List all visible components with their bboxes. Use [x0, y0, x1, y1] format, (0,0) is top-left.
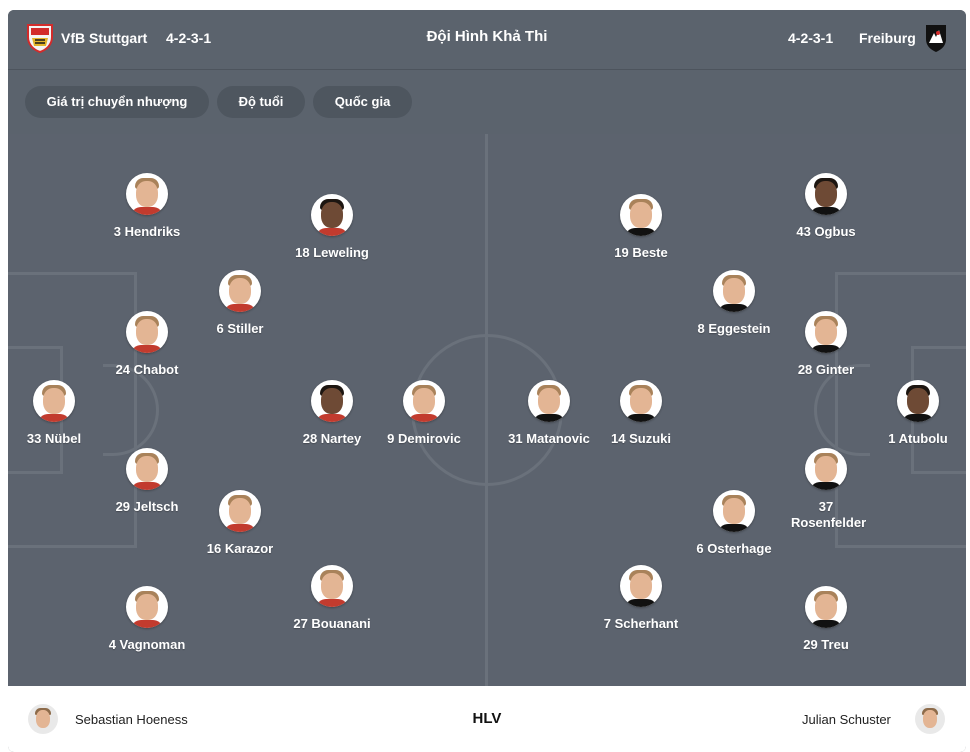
- player-avatar: [403, 380, 445, 422]
- player-avatar: [805, 586, 847, 628]
- player-label: 3 Hendriks: [113, 224, 181, 239]
- player-label: 1 Atubolu: [888, 431, 948, 446]
- player-avatar: [33, 380, 75, 422]
- player-label: 4 Vagnoman: [108, 637, 186, 652]
- player-card[interactable]: 37 Rosenfelder: [766, 448, 886, 531]
- player-avatar: [528, 380, 570, 422]
- player-label: 8 Eggestein: [697, 321, 771, 336]
- player-card[interactable]: 18 Leweling: [272, 194, 392, 261]
- player-label: 28 Ginter: [797, 362, 855, 377]
- player-card[interactable]: 16 Karazor: [180, 490, 300, 557]
- player-label: 43 Ogbus: [796, 224, 856, 239]
- away-team-name: Freiburg: [859, 30, 916, 46]
- player-card[interactable]: 3 Hendriks: [87, 173, 207, 240]
- lineup-card: VfB Stuttgart 4-2-3-1 Đội Hình Khả Thi 4…: [8, 10, 966, 752]
- player-label: 29 Treu: [803, 637, 849, 652]
- player-label: 29 Jeltsch: [115, 499, 179, 514]
- away-coach-name[interactable]: Julian Schuster: [802, 712, 891, 727]
- match-header: VfB Stuttgart 4-2-3-1 Đội Hình Khả Thi 4…: [8, 10, 966, 68]
- player-avatar: [713, 270, 755, 312]
- player-card[interactable]: 28 Nartey: [272, 380, 392, 447]
- player-card[interactable]: 24 Chabot: [87, 311, 207, 378]
- away-coach-avatar: [915, 704, 945, 734]
- player-avatar: [126, 311, 168, 353]
- player-label: 6 Stiller: [216, 321, 264, 336]
- lineup-title: Đội Hình Khả Thi: [426, 28, 548, 45]
- player-card[interactable]: 8 Eggestein: [674, 270, 794, 337]
- home-formation: 4-2-3-1: [166, 30, 212, 46]
- header-divider: [8, 69, 966, 70]
- player-label: 14 Suzuki: [611, 431, 671, 446]
- player-card[interactable]: 43 Ogbus: [766, 173, 886, 240]
- player-avatar: [219, 270, 261, 312]
- player-avatar: [219, 490, 261, 532]
- vfb-stuttgart-crest-icon: [27, 24, 53, 53]
- player-card[interactable]: 1 Atubolu: [858, 380, 966, 447]
- player-avatar: [805, 173, 847, 215]
- player-label: 24 Chabot: [115, 362, 179, 377]
- filter-nationality-button[interactable]: Quốc gia: [313, 86, 412, 118]
- player-label: 27 Bouanani: [293, 616, 371, 631]
- player-avatar: [713, 490, 755, 532]
- player-card[interactable]: 33 Nübel: [8, 380, 114, 447]
- player-avatar: [897, 380, 939, 422]
- player-card[interactable]: 9 Demirovic: [364, 380, 484, 447]
- player-avatar: [620, 194, 662, 236]
- player-avatar: [805, 311, 847, 353]
- player-avatar: [620, 565, 662, 607]
- player-card[interactable]: 14 Suzuki: [581, 380, 701, 447]
- home-team-name: VfB Stuttgart: [61, 30, 148, 46]
- player-avatar: [620, 380, 662, 422]
- home-coach-avatar: [28, 704, 58, 734]
- player-label: 28 Nartey: [302, 431, 362, 446]
- player-card[interactable]: 29 Jeltsch: [87, 448, 207, 515]
- player-avatar: [126, 448, 168, 490]
- player-label: 19 Beste: [614, 245, 668, 260]
- player-label: 37 Rosenfelder: [791, 499, 867, 530]
- home-coach-name[interactable]: Sebastian Hoeness: [75, 712, 188, 727]
- filter-age-button[interactable]: Độ tuổi: [217, 86, 305, 118]
- player-label: 33 Nübel: [26, 431, 82, 446]
- player-avatar: [126, 173, 168, 215]
- player-card[interactable]: 7 Scherhant: [581, 565, 701, 632]
- pitch: 3 Hendriks 18 Leweling 6 Stiller 24 Chab…: [8, 134, 966, 686]
- player-avatar: [126, 586, 168, 628]
- player-card[interactable]: 6 Osterhage: [674, 490, 794, 557]
- player-label: 16 Karazor: [206, 541, 274, 556]
- coach-label: HLV: [472, 710, 502, 727]
- player-avatar: [311, 194, 353, 236]
- coaches-bar: Sebastian Hoeness HLV Julian Schuster: [8, 686, 966, 752]
- player-label: 31 Matanovic: [508, 431, 590, 446]
- player-label: 7 Scherhant: [603, 616, 679, 631]
- filter-bar: Giá trị chuyển nhượng Độ tuổi Quốc gia: [8, 70, 966, 134]
- player-card[interactable]: 31 Matanovic: [489, 380, 609, 447]
- player-label: 9 Demirovic: [387, 431, 461, 446]
- player-avatar: [805, 448, 847, 490]
- player-avatar: [311, 380, 353, 422]
- player-label: 18 Leweling: [295, 245, 369, 260]
- freiburg-crest-icon: [926, 25, 946, 52]
- player-card[interactable]: 4 Vagnoman: [87, 586, 207, 653]
- filter-market-value-button[interactable]: Giá trị chuyển nhượng: [25, 86, 209, 118]
- player-card[interactable]: 19 Beste: [581, 194, 701, 261]
- player-card[interactable]: 28 Ginter: [766, 311, 886, 378]
- player-card[interactable]: 27 Bouanani: [272, 565, 392, 632]
- player-card[interactable]: 6 Stiller: [180, 270, 300, 337]
- away-formation: 4-2-3-1: [788, 30, 834, 46]
- player-card[interactable]: 29 Treu: [766, 586, 886, 653]
- player-avatar: [311, 565, 353, 607]
- player-label: 6 Osterhage: [696, 541, 772, 556]
